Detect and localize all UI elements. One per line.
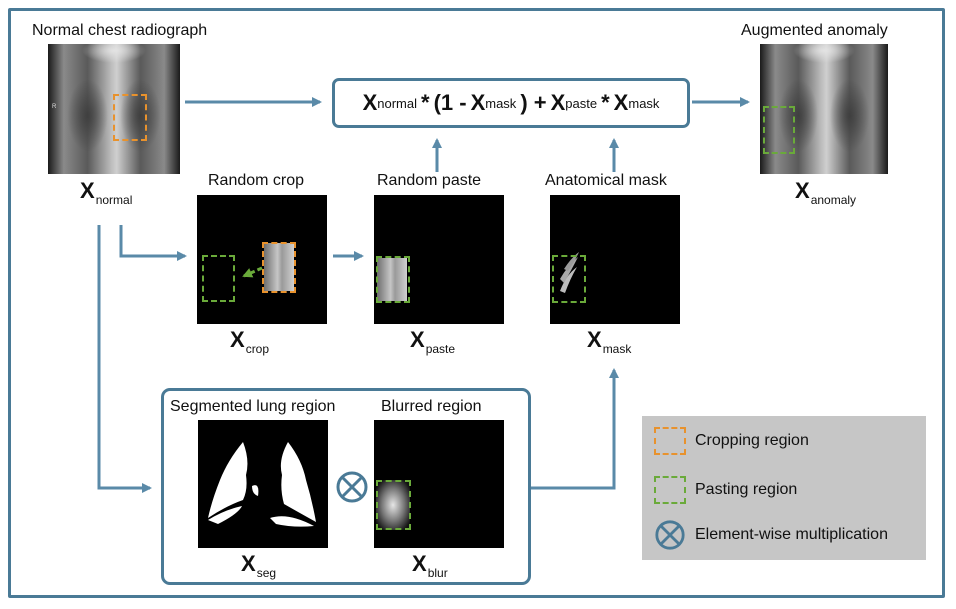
random-crop-image xyxy=(197,195,327,324)
outer-frame xyxy=(8,8,945,598)
anatomical-mask-title: Anatomical mask xyxy=(545,172,667,189)
xray-corner-mark: R xyxy=(52,104,57,110)
mask-region-box xyxy=(552,255,586,303)
x-normal-label: Xnormal xyxy=(80,178,133,207)
normal-radiograph-title: Normal chest radiograph xyxy=(32,22,208,39)
blur-region-box xyxy=(376,480,411,530)
paste-region-box xyxy=(376,256,410,303)
cropping-region-box xyxy=(113,94,147,141)
crop-source-box xyxy=(262,242,296,293)
random-crop-title: Random crop xyxy=(208,172,305,189)
x-seg-label: Xseg xyxy=(241,551,277,580)
lung-mask-shapes xyxy=(208,442,316,527)
segmentation-group xyxy=(161,388,531,585)
anatomical-mask-image xyxy=(550,195,680,324)
segmented-lung-title: Segmented lung region xyxy=(170,398,336,415)
crop-target-box xyxy=(202,255,235,302)
augmented-anomaly-title: Augmented anomaly xyxy=(741,22,888,39)
pasting-swatch xyxy=(654,476,686,504)
x-blur-label: Xblur xyxy=(412,551,448,580)
augmented-pasting-region-box xyxy=(763,106,795,154)
normal-xray-image: R xyxy=(48,44,180,174)
legend-item-cropping: Cropping region xyxy=(654,426,809,456)
cropping-swatch xyxy=(654,427,686,455)
arrow-normal-to-seg xyxy=(97,225,152,493)
blurred-region-title: Blurred region xyxy=(381,398,482,415)
legend-item-multiplication: Element-wise multiplication xyxy=(654,520,888,550)
legend-multiply-icon xyxy=(655,520,685,550)
blurred-region-image xyxy=(374,420,504,548)
arrow-normal-to-crop xyxy=(119,225,187,261)
legend: Cropping region Pasting region Element-w… xyxy=(642,416,926,560)
random-paste-title: Random paste xyxy=(377,172,482,189)
multiply-operator-icon xyxy=(336,471,368,503)
segmented-lung-image xyxy=(198,420,328,548)
arrow-crop-move xyxy=(242,266,263,278)
x-paste-label: Xpaste xyxy=(410,327,456,356)
x-mask-label: Xmask xyxy=(587,327,632,356)
legend-item-pasting: Pasting region xyxy=(654,475,797,505)
x-anomaly-label: Xanomaly xyxy=(795,178,857,207)
arrow-blur-to-mask xyxy=(531,368,619,490)
augmented-xray-image xyxy=(760,44,888,174)
x-crop-label: Xcrop xyxy=(230,327,270,356)
random-paste-image xyxy=(374,195,504,324)
